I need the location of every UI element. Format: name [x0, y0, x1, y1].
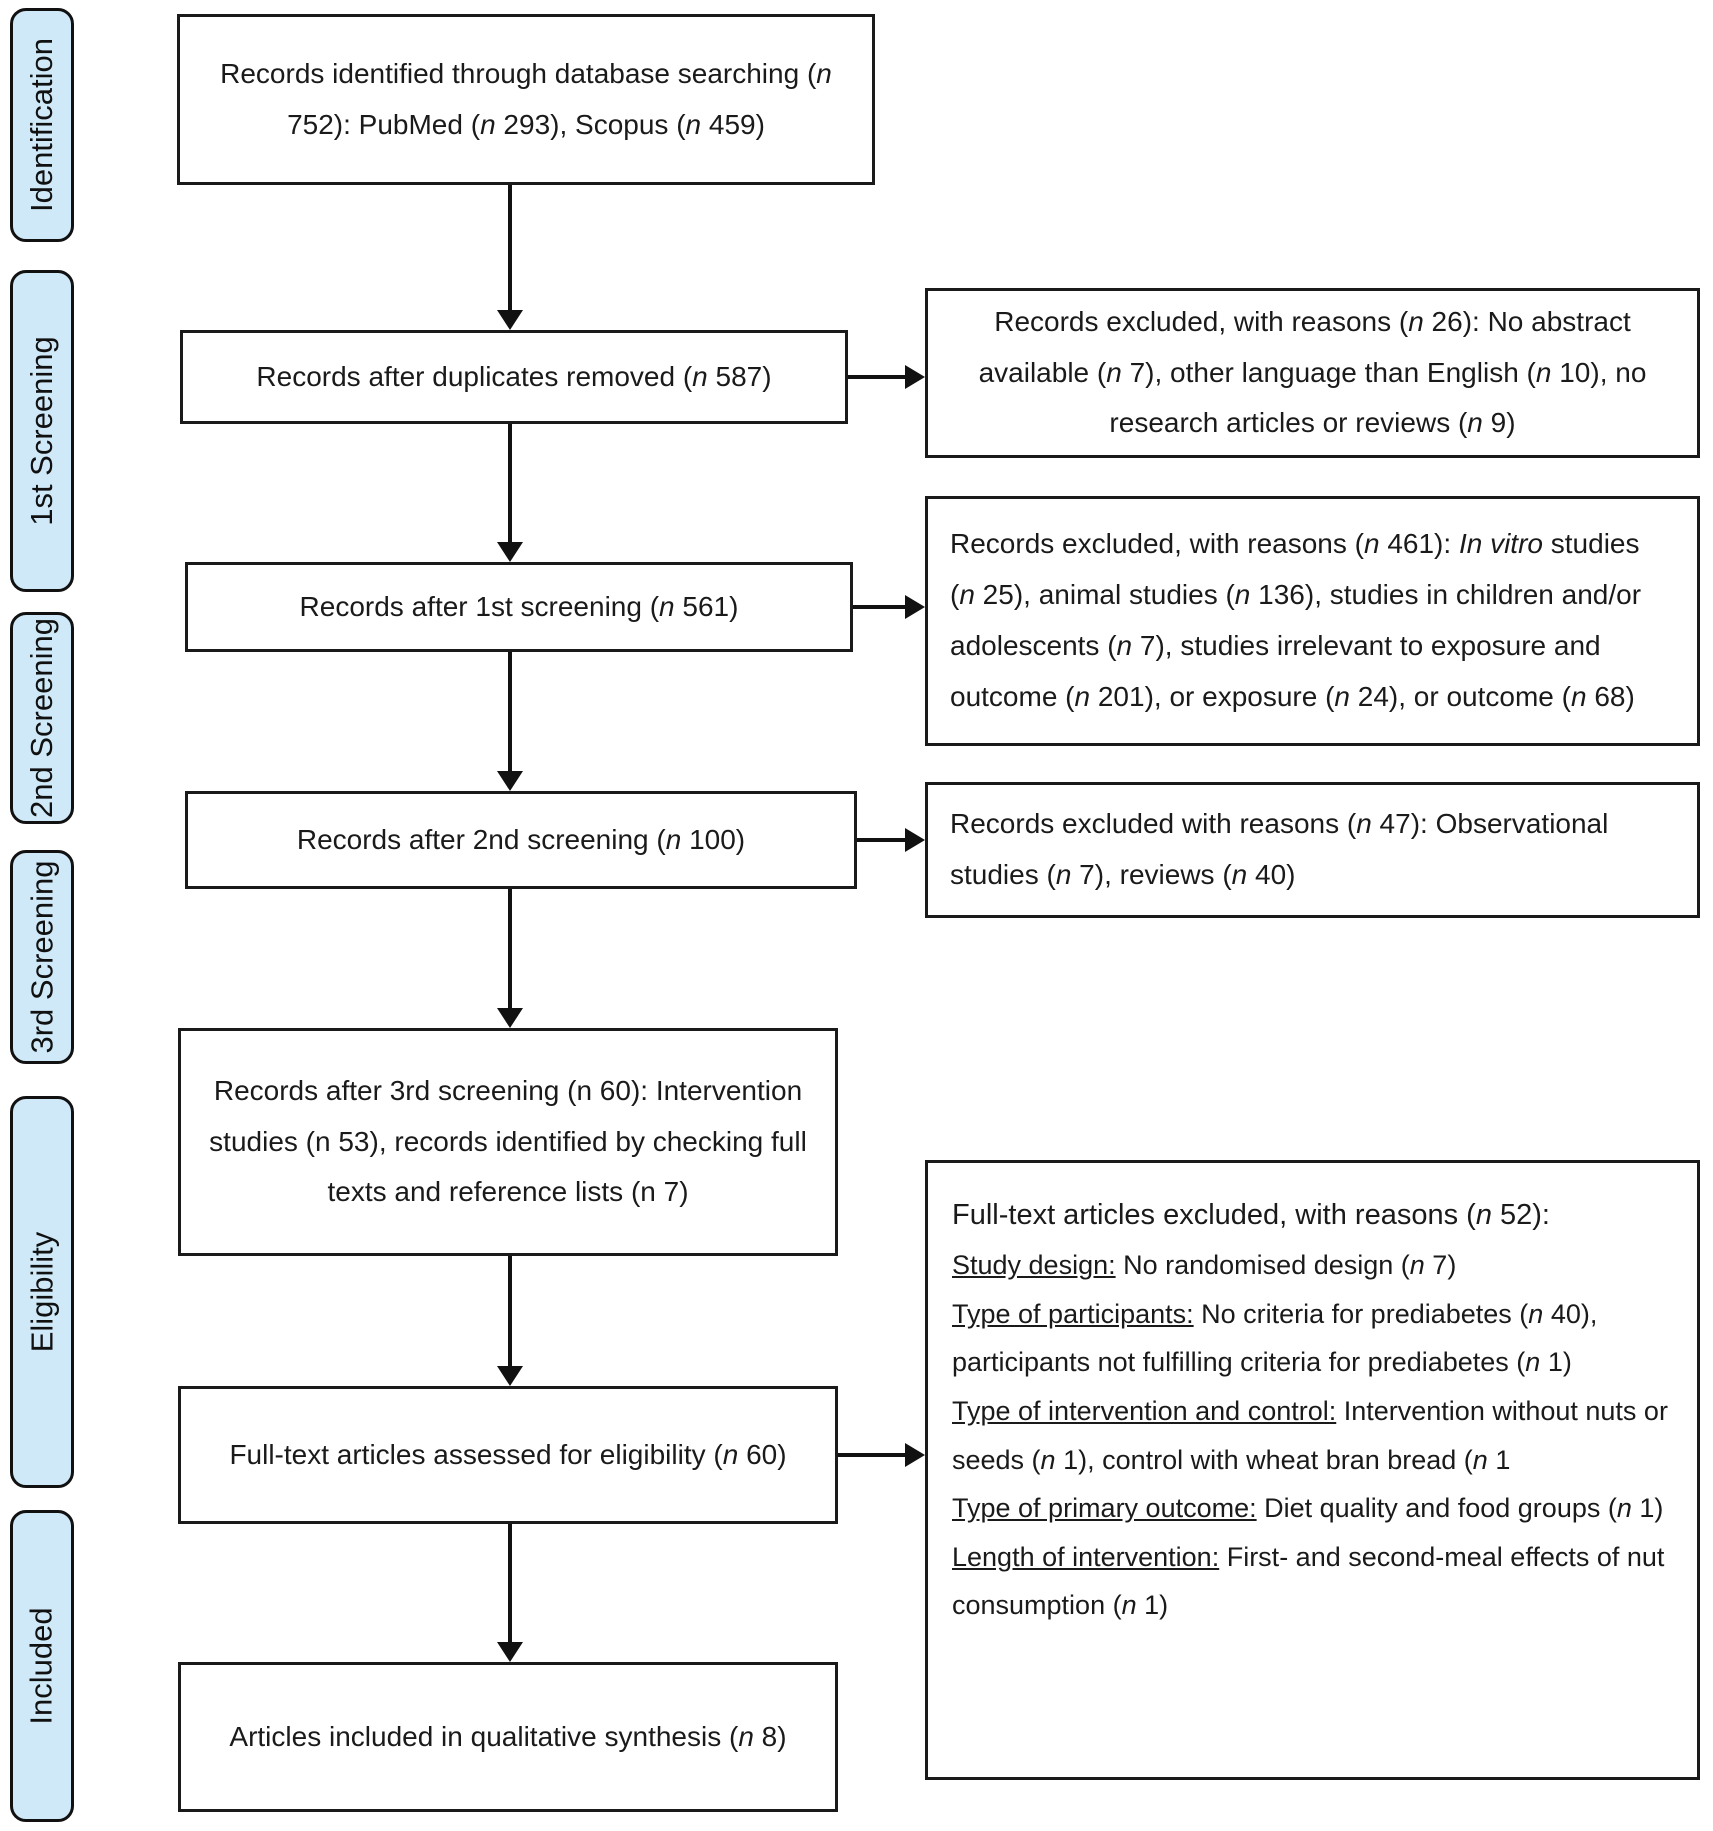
box-after-1st-screening-text: Records after 1st screening (n 561): [299, 590, 739, 622]
arrow-identified-to-dedup-head: [497, 310, 523, 330]
arrow-eligibility-to-included-line: [508, 1524, 512, 1642]
arrow-screen2-exclusion-head: [905, 828, 925, 852]
arrow-dedup-to-screen1-head: [497, 542, 523, 562]
box-articles-included: Articles included in qualitative synthes…: [178, 1662, 838, 1812]
arrow-screen2-to-screen3-head: [497, 1008, 523, 1028]
box-excluded-after-1st-screening-text: Records excluded, with reasons (n 461): …: [950, 528, 1642, 712]
stage-3rd-screening-label: 3rd Screening: [24, 860, 60, 1054]
fulltext-excluded-item-participants: Type of participants: No criteria for pr…: [952, 1298, 1598, 1378]
stage-1st-screening-label: 1st Screening: [24, 336, 59, 526]
fulltext-excluded-title: Full-text articles excluded, with reason…: [952, 1199, 1550, 1231]
arrow-screen1-exclusion-line: [853, 605, 905, 609]
box-fulltext-excluded-content: Full-text articles excluded, with reason…: [928, 1163, 1697, 1630]
box-after-2nd-screening: Records after 2nd screening (n 100): [185, 791, 857, 889]
arrow-screen1-to-screen2-line: [508, 652, 512, 771]
box-articles-included-text: Articles included in qualitative synthes…: [229, 1720, 787, 1752]
stage-eligibility: Eligibility: [10, 1096, 74, 1488]
stage-identification: Identification: [10, 8, 74, 242]
arrow-dedup-to-screen1-line: [508, 424, 512, 542]
box-excluded-after-2nd-screening-text: Records excluded with reasons (n 47): Ob…: [950, 808, 1609, 890]
box-after-1st-screening: Records after 1st screening (n 561): [185, 562, 853, 652]
arrow-screen2-exclusion-line: [857, 838, 905, 842]
stage-included: Included: [10, 1510, 74, 1822]
arrow-screen2-to-screen3-line: [508, 889, 512, 1008]
arrow-fulltext-exclusion-head: [905, 1443, 925, 1467]
arrow-screen1-to-screen2-head: [497, 771, 523, 791]
box-records-identified: Records identified through database sear…: [177, 14, 875, 185]
box-excluded-after-dedup: Records excluded, with reasons (n 26): N…: [925, 288, 1700, 458]
box-excluded-after-2nd-screening: Records excluded with reasons (n 47): Ob…: [925, 782, 1700, 918]
box-after-3rd-screening-text: Records after 3rd screening (n 60): Inte…: [209, 1074, 807, 1208]
stage-1st-screening: 1st Screening: [10, 270, 74, 592]
arrow-fulltext-exclusion-line: [838, 1453, 905, 1457]
arrow-screen1-exclusion-head: [905, 595, 925, 619]
box-fulltext-assessed: Full-text articles assessed for eligibil…: [178, 1386, 838, 1524]
box-after-3rd-screening: Records after 3rd screening (n 60): Inte…: [178, 1028, 838, 1256]
fulltext-excluded-item-study-design: Study design: No randomised design (n 7): [952, 1250, 1457, 1281]
stage-identification-label: Identification: [24, 37, 59, 213]
arrow-dedup-exclusion-line: [848, 375, 905, 379]
stage-3rd-screening: 3rd Screening: [10, 850, 74, 1064]
fulltext-excluded-item-intervention-length: Length of intervention: First- and secon…: [952, 1541, 1665, 1621]
arrow-eligibility-to-included-head: [497, 1642, 523, 1662]
box-excluded-after-dedup-text: Records excluded, with reasons (n 26): N…: [978, 305, 1647, 439]
stage-2nd-screening: 2nd Screening: [10, 612, 74, 824]
box-records-identified-text: Records identified through database sear…: [220, 57, 832, 140]
box-fulltext-excluded: Full-text articles excluded, with reason…: [925, 1160, 1700, 1780]
stage-2nd-screening-label: 2nd Screening: [24, 618, 59, 818]
arrow-screen3-to-eligibility-line: [508, 1256, 512, 1366]
box-after-2nd-screening-text: Records after 2nd screening (n 100): [296, 823, 746, 855]
box-duplicates-removed: Records after duplicates removed (n 587): [180, 330, 848, 424]
stage-eligibility-label: Eligibility: [24, 1231, 60, 1353]
arrow-screen3-to-eligibility-head: [497, 1366, 523, 1386]
box-fulltext-assessed-text: Full-text articles assessed for eligibil…: [229, 1438, 787, 1470]
arrow-identified-to-dedup-line: [508, 185, 512, 310]
stage-included-label: Included: [24, 1607, 59, 1725]
box-excluded-after-1st-screening: Records excluded, with reasons (n 461): …: [925, 496, 1700, 746]
box-duplicates-removed-text: Records after duplicates removed (n 587): [256, 360, 772, 392]
arrow-dedup-exclusion-head: [905, 365, 925, 389]
fulltext-excluded-item-primary-outcome: Type of primary outcome: Diet quality an…: [952, 1493, 1664, 1524]
fulltext-excluded-item-intervention-control: Type of intervention and control: Interv…: [952, 1395, 1668, 1475]
